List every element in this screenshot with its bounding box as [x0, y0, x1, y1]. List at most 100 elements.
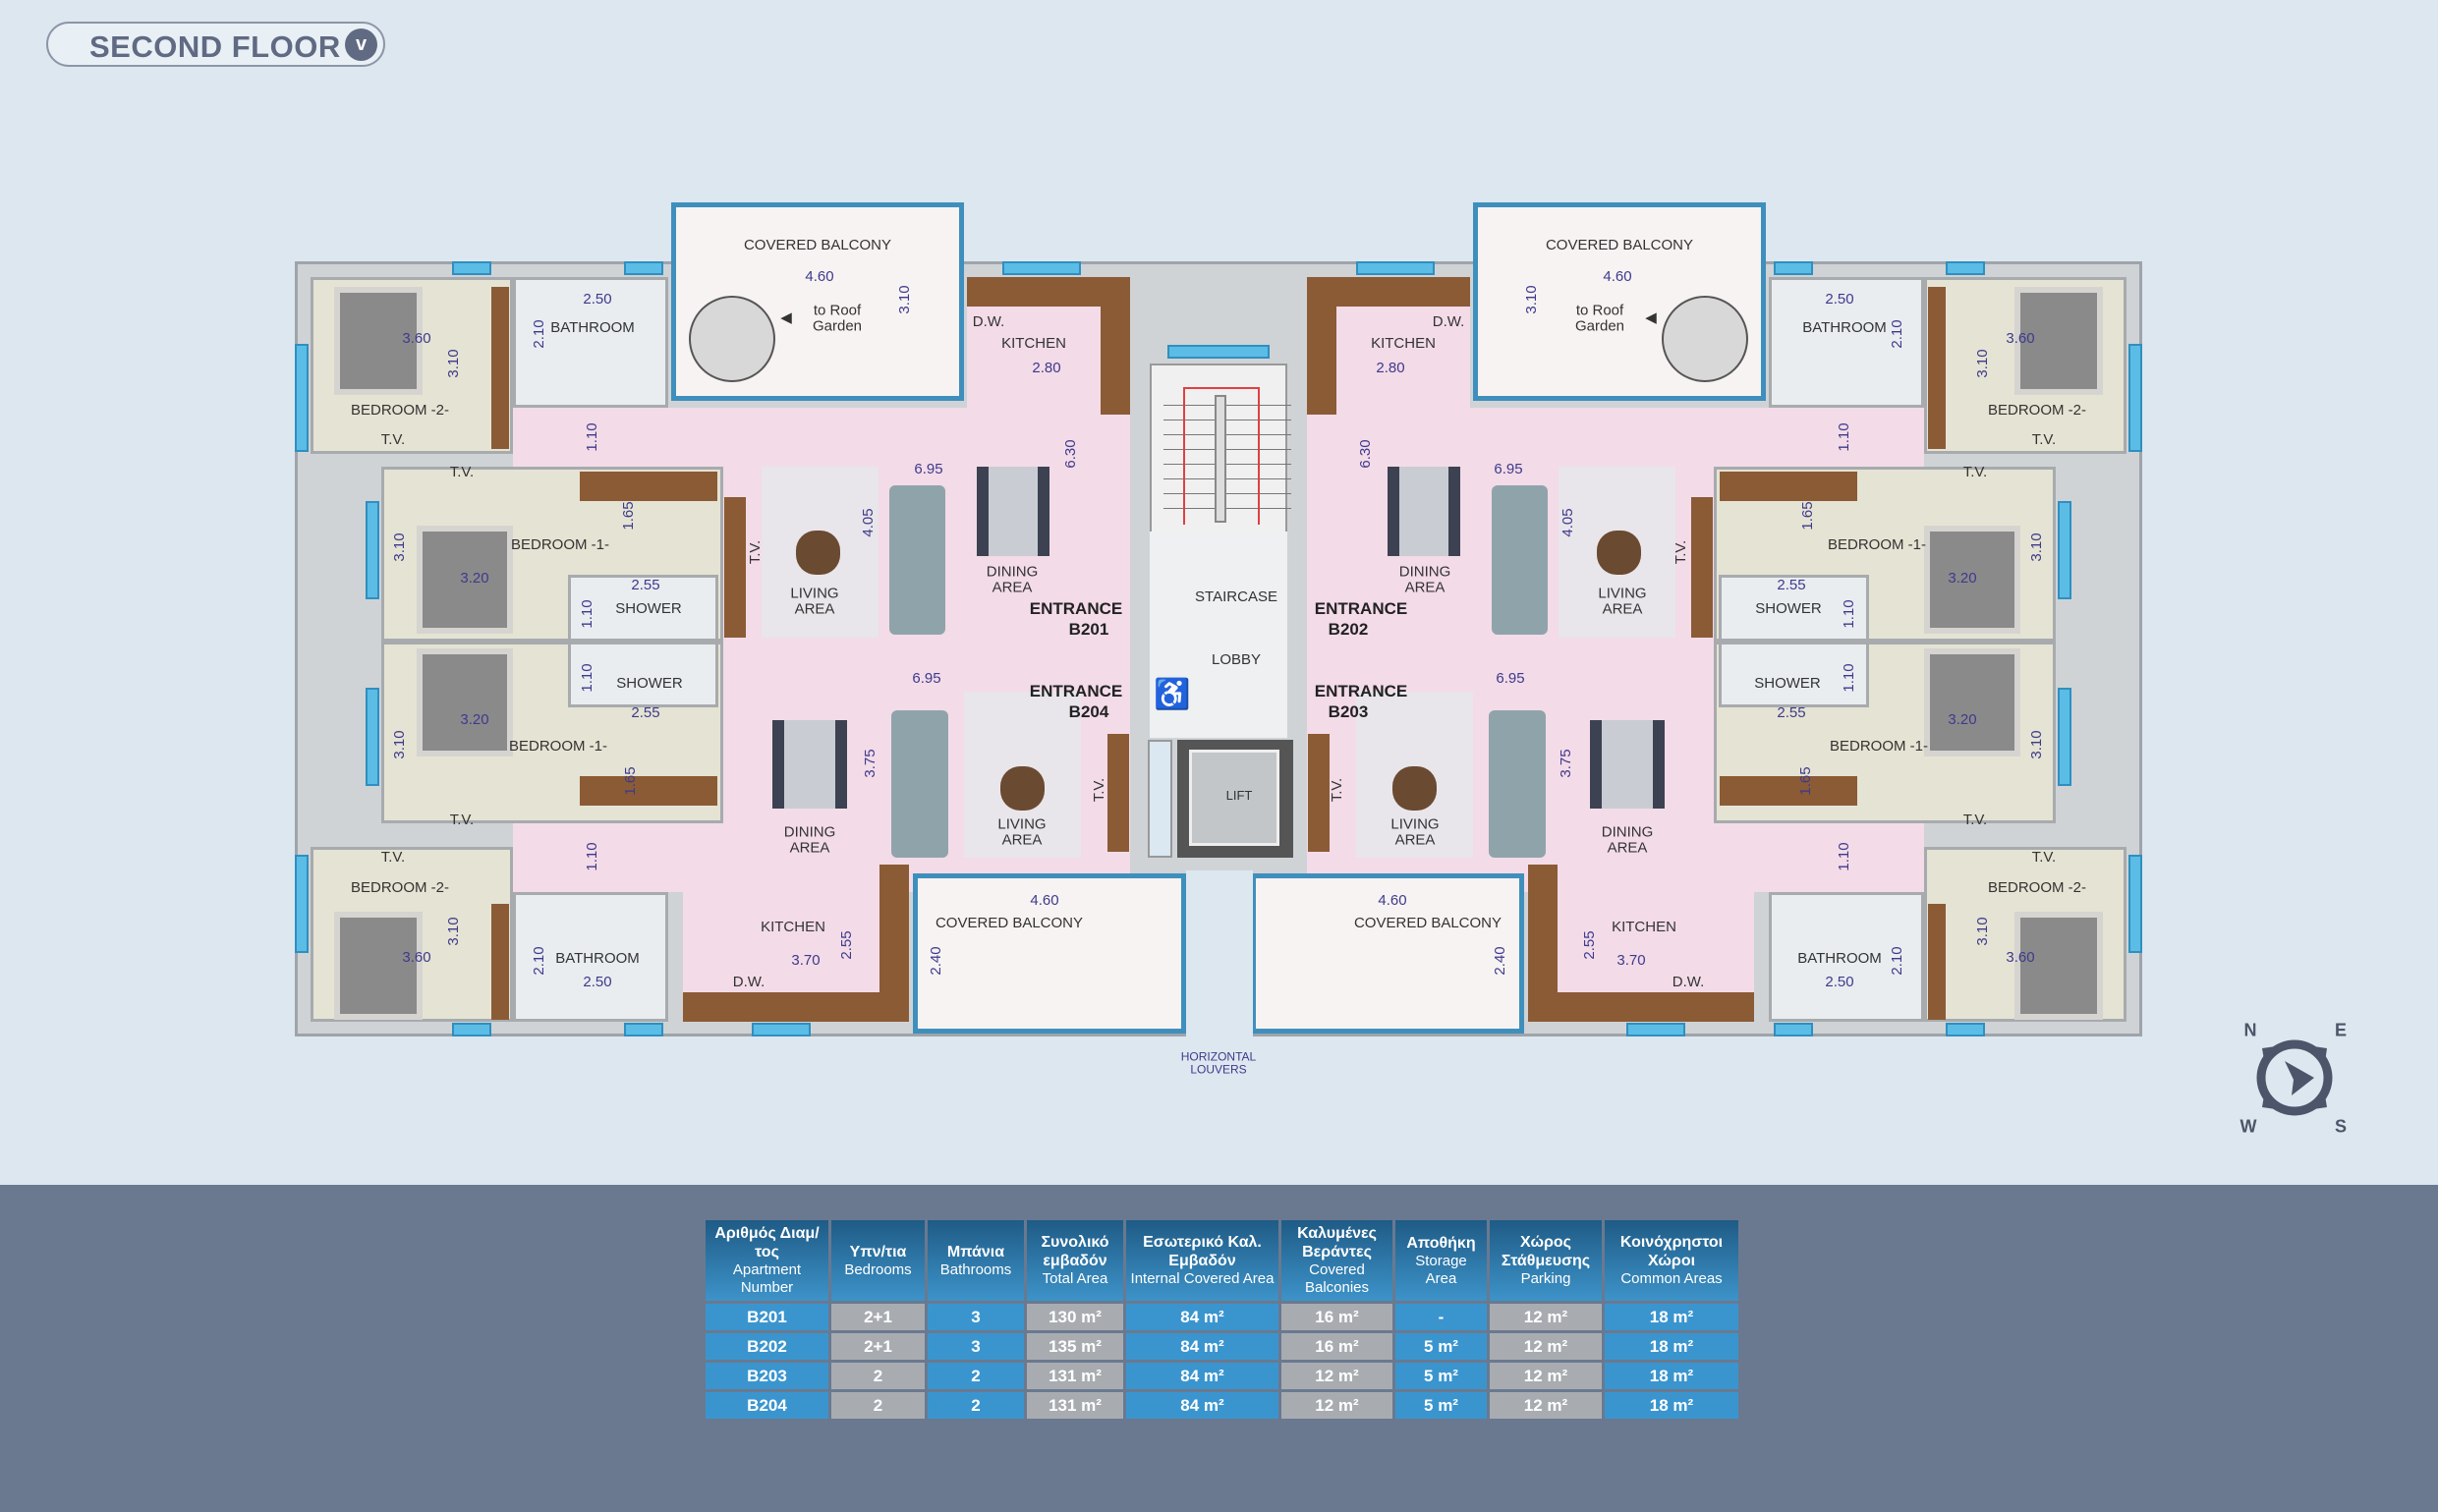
header-english: Bedrooms [844, 1260, 912, 1278]
dim: 6.95 [912, 670, 941, 688]
service-shaft [1148, 740, 1172, 858]
wardrobe [580, 776, 717, 806]
wardrobe [580, 472, 717, 501]
header-english: Internal Covered Area [1130, 1270, 1275, 1288]
table-cell: 12 m² [1490, 1363, 1602, 1390]
dim: 2.10 [1889, 946, 1906, 976]
table-cell: 84 m² [1126, 1304, 1278, 1331]
dim: 6.95 [1496, 670, 1525, 688]
unit-id[interactable]: B204 [1068, 702, 1109, 722]
bedroom-2-label: BEDROOM -2- [350, 402, 450, 420]
kitchen-counter [1528, 992, 1754, 1022]
entrance-label[interactable]: ENTRANCE [1029, 682, 1123, 701]
bed [417, 526, 513, 634]
header-greek: Εσωτερικό Καλ. Εμβαδόν [1143, 1234, 1262, 1270]
unit-id[interactable]: B201 [1068, 620, 1109, 640]
dim: 2.55 [1777, 704, 1806, 722]
dim: 2.55 [838, 930, 856, 960]
wardrobe [491, 287, 509, 449]
kitchen-counter [1528, 865, 1558, 1022]
window [1946, 1023, 1985, 1036]
dim: 3.60 [402, 330, 431, 348]
dim: 2.55 [631, 577, 660, 594]
dim: 3.20 [1948, 711, 1977, 729]
window [1774, 1023, 1813, 1036]
window [295, 344, 309, 452]
chevron-down-icon[interactable]: v [345, 28, 377, 61]
lift-label[interactable]: LIFT [1225, 788, 1253, 804]
sofa [891, 710, 948, 858]
window [2128, 855, 2142, 953]
dining-area-label: DINING AREA [1601, 823, 1654, 856]
kitchen-counter [1101, 277, 1130, 415]
entrance-label[interactable]: ENTRANCE [1029, 599, 1123, 619]
balcony-label: COVERED BALCONY [1353, 915, 1502, 932]
header-greek: Συνολικό εμβαδόν [1041, 1234, 1109, 1270]
window [295, 855, 309, 953]
table-cell: 18 m² [1605, 1304, 1738, 1331]
entrance-label[interactable]: ENTRANCE [1314, 682, 1408, 701]
window [452, 261, 491, 275]
dim: 3.60 [2006, 949, 2035, 967]
dim: 3.10 [391, 730, 409, 759]
balcony-label: COVERED BALCONY [743, 237, 892, 254]
dim: 6.95 [914, 461, 943, 478]
floor-selector[interactable]: SECOND FLOOR v [46, 22, 385, 67]
coffee-table [1392, 766, 1437, 811]
dim: 3.20 [460, 570, 489, 588]
dim: 3.70 [791, 952, 821, 970]
window [752, 1023, 811, 1036]
table-cell: B202 [706, 1333, 828, 1361]
bedroom-2-label: BEDROOM -2- [1987, 879, 2087, 897]
compass-s: S [2334, 1116, 2348, 1137]
dim: 3.60 [402, 949, 431, 967]
table-cell: 3 [928, 1304, 1024, 1331]
dim: 2.10 [531, 946, 548, 976]
unit-id[interactable]: B203 [1328, 702, 1369, 722]
shower-room [568, 642, 718, 707]
table-cell: 18 m² [1605, 1333, 1738, 1361]
dim: 1.10 [1841, 663, 1858, 693]
wardrobe [1928, 904, 1946, 1020]
header-english: Parking [1520, 1270, 1571, 1288]
table-cell: 5 m² [1395, 1333, 1487, 1361]
dim: 2.55 [631, 704, 660, 722]
tv-label: T.V. [1329, 777, 1346, 803]
table-cell: 84 m² [1126, 1363, 1278, 1390]
dim: 3.75 [862, 749, 879, 778]
compass: N E S W [2231, 1017, 2358, 1145]
table-cell: 2 [928, 1363, 1024, 1390]
tv-unit [724, 497, 746, 638]
table-cell: 12 m² [1490, 1333, 1602, 1361]
window [452, 1023, 491, 1036]
header-greek: Χώρος Στάθμευσης [1501, 1234, 1591, 1270]
bathroom [513, 277, 668, 408]
table-cell: 131 m² [1027, 1392, 1123, 1420]
table-cell: 2+1 [831, 1304, 925, 1331]
table-cell: 5 m² [1395, 1363, 1487, 1390]
dim: 2.40 [928, 946, 945, 976]
bed [334, 287, 423, 395]
stair-lift-core [1143, 345, 1293, 870]
living-area-label: LIVING AREA [790, 585, 839, 617]
header-english: Storage Area [1415, 1252, 1467, 1287]
wheelchair-icon: ♿ [1154, 678, 1191, 711]
dim: 3.20 [460, 711, 489, 729]
bedroom-1-label: BEDROOM -1- [510, 536, 610, 554]
header-english: Covered Balconies [1304, 1261, 1370, 1297]
staircase-steps [1150, 364, 1291, 535]
bedroom-1-label: BEDROOM -1- [508, 738, 608, 756]
dim: 1.65 [622, 766, 640, 796]
tv-label: T.V. [1962, 812, 1988, 829]
dw-label: D.W. [732, 974, 765, 991]
